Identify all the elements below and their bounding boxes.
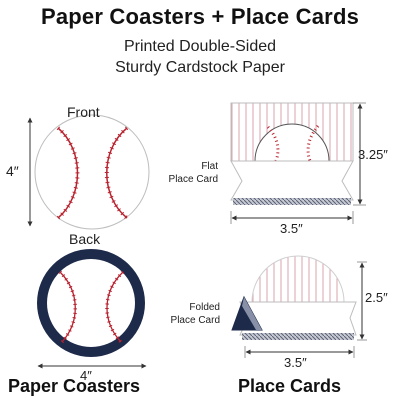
flat-height-label: 3.25″: [358, 147, 388, 162]
coaster-width-label: 4″: [80, 368, 92, 383]
place-cards-footer: Place Cards: [238, 376, 342, 396]
folded-width-dimension: [244, 346, 355, 358]
subtitle-line-1: Printed Double-Sided: [123, 38, 277, 55]
page-title: Paper Coasters + Place Cards: [40, 4, 360, 29]
folded-card-label: Folded Place Card: [150, 301, 220, 327]
coasters-footer: Paper Coasters: [8, 376, 141, 396]
flat-width-label: 3.5″: [280, 221, 303, 236]
folded-card-label-line-1: Folded: [189, 302, 220, 313]
subtitle-line-2: Sturdy Cardstock Paper: [115, 59, 285, 76]
flat-place-card-image: [230, 102, 354, 205]
back-label: Back: [69, 231, 101, 247]
folded-card-label-line-2: Place Card: [170, 315, 220, 326]
folded-height-dimension: [357, 261, 367, 341]
flat-card-label-line-2: Place Card: [168, 174, 218, 185]
flat-card-label-line-1: Flat: [201, 161, 218, 172]
flat-width-dimension: [230, 211, 354, 224]
front-label: Front: [67, 104, 100, 120]
coaster-height-label: 4″: [6, 163, 19, 179]
back-coaster-image: [37, 249, 145, 357]
folded-height-label: 2.5″: [365, 290, 388, 305]
front-coaster-image: [34, 114, 150, 230]
flat-height-dimension: [353, 102, 366, 206]
folded-width-label: 3.5″: [284, 355, 307, 370]
flat-card-label: Flat Place Card: [148, 160, 218, 186]
folded-place-card-image: [231, 255, 357, 340]
